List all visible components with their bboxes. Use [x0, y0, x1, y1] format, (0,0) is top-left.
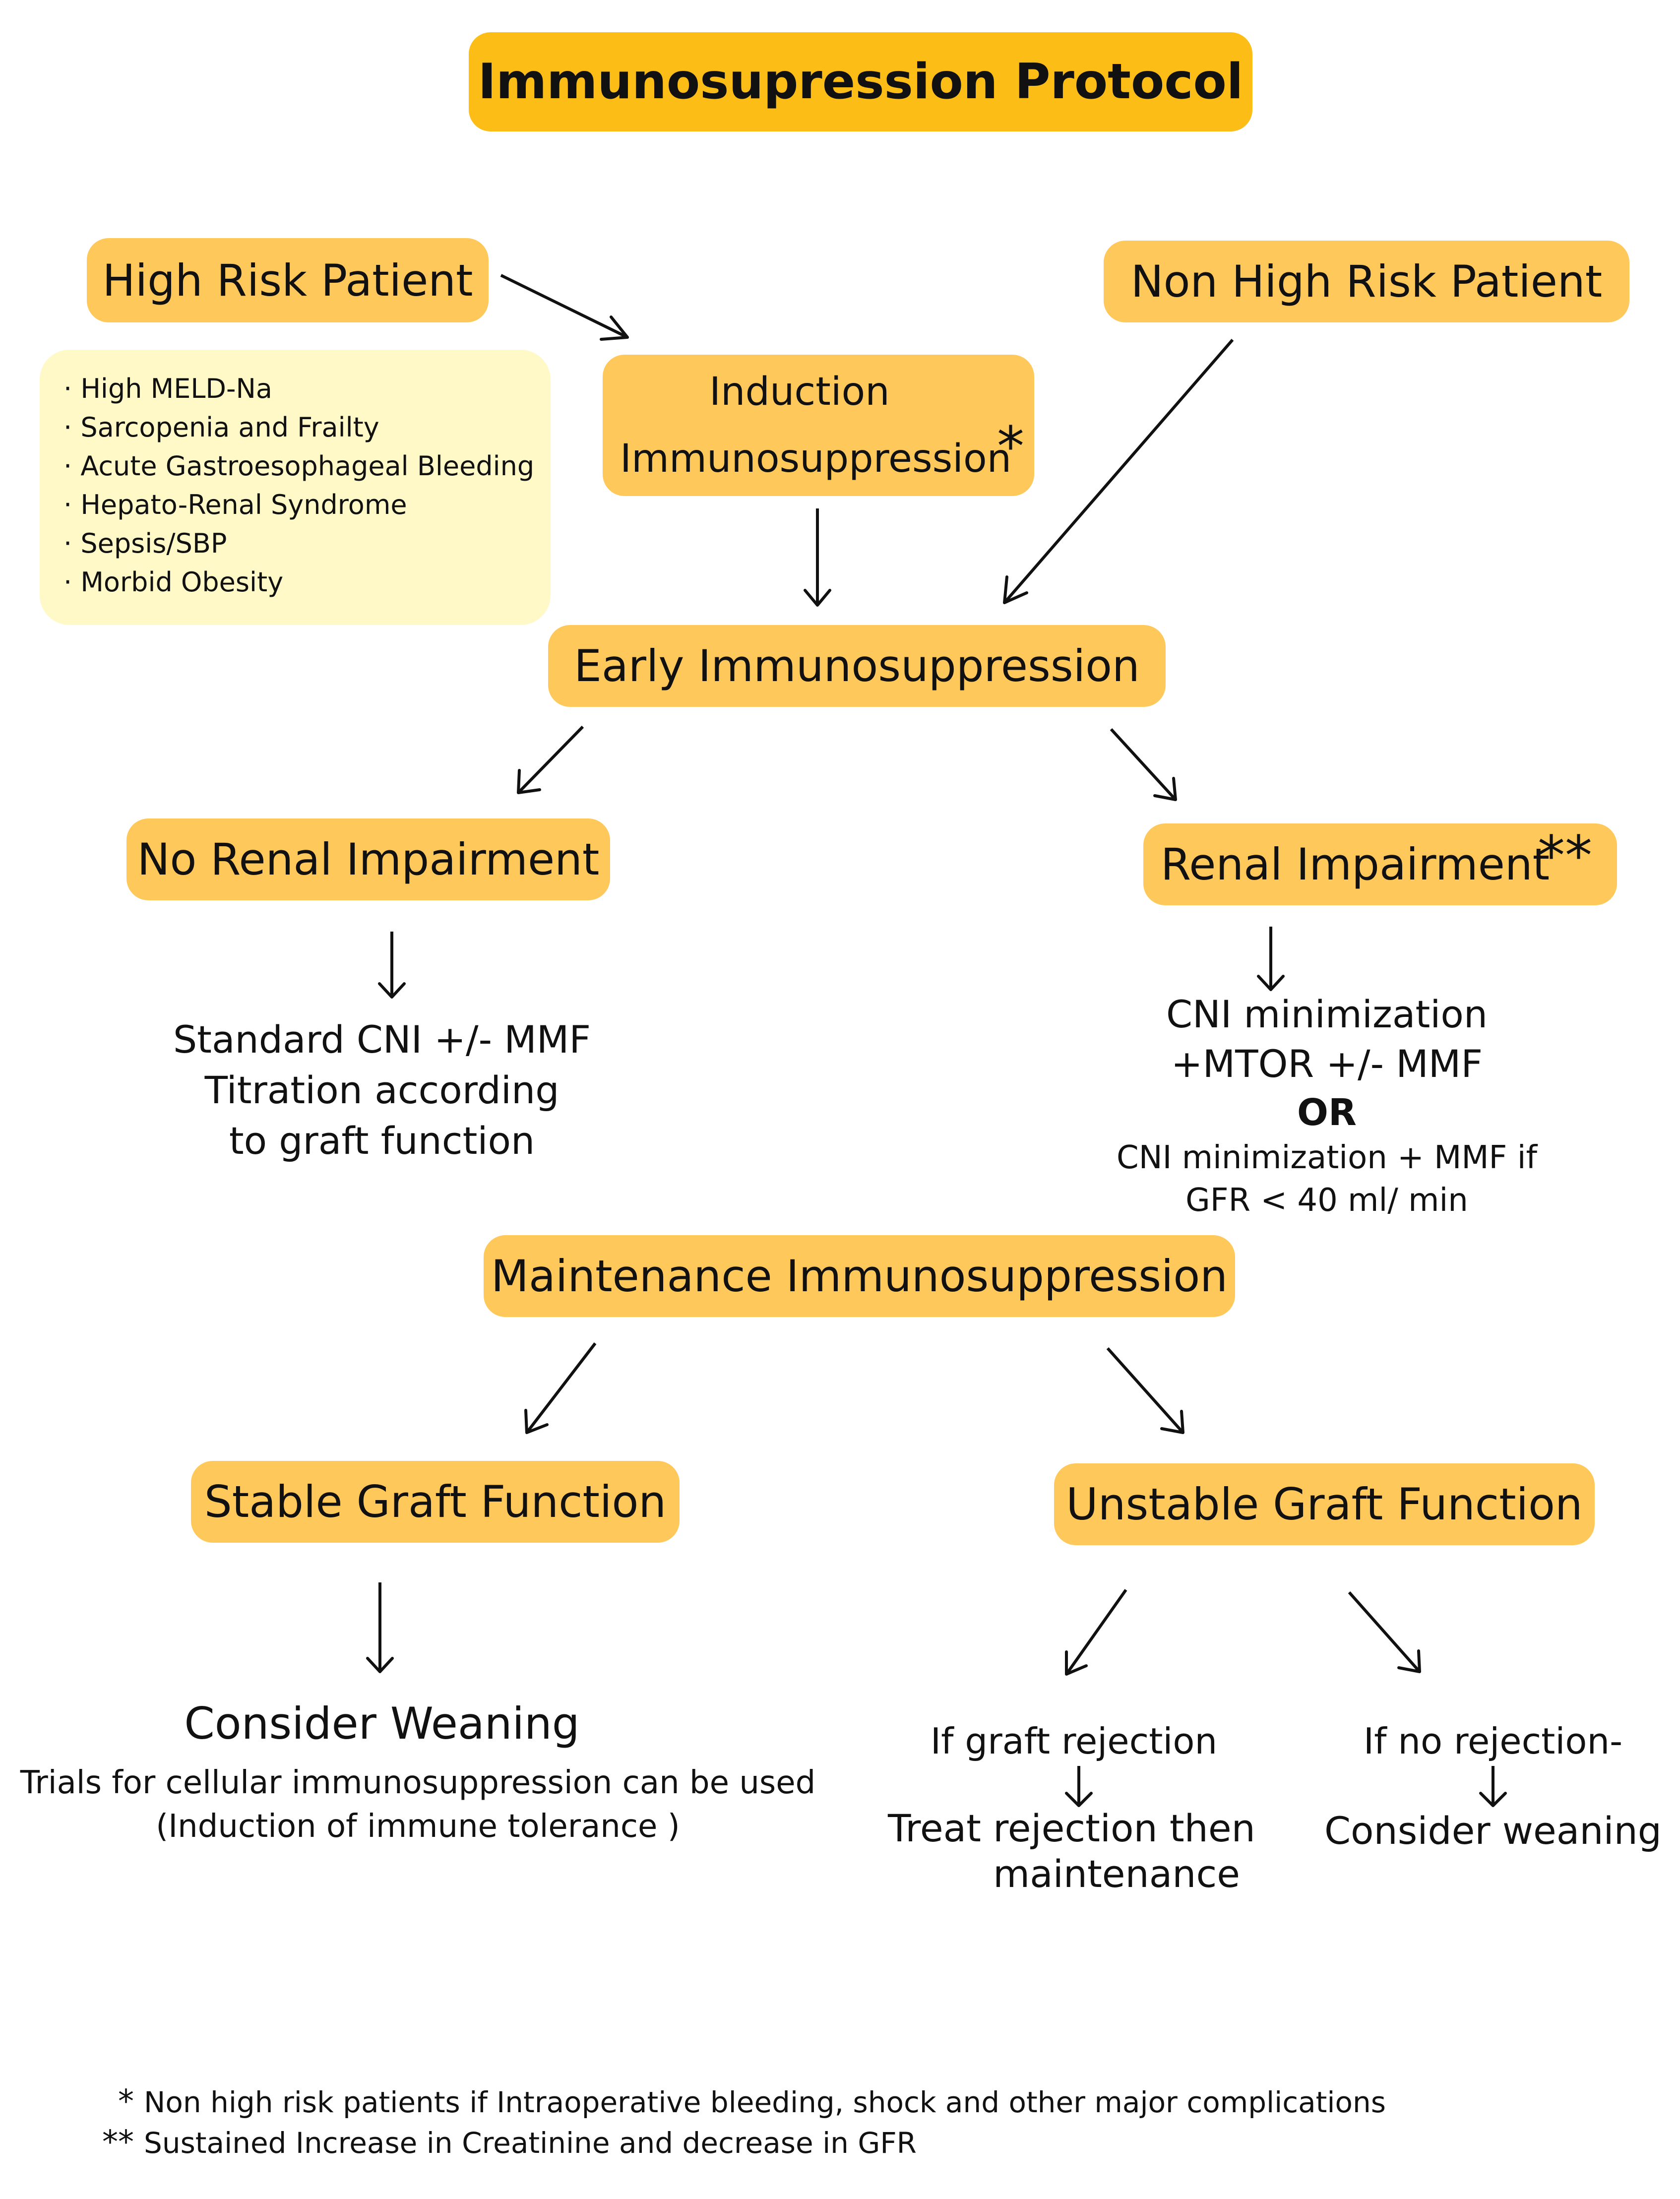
early-immunosuppression-label: Early Immunosuppression	[574, 640, 1140, 691]
rejection-condition-text: If graft rejection	[930, 1720, 1218, 1762]
no-rejection-action: Consider weaning	[1309, 1808, 1677, 1854]
high-risk-patient-box: High Risk Patient	[87, 238, 489, 322]
arrow-early-to-renal	[1110, 728, 1177, 801]
no-renal-plan-line: Titration according	[204, 1068, 560, 1112]
arrow-maintenance-to-unstable	[1106, 1347, 1184, 1434]
arrow-rejection-to-treat	[1065, 1766, 1093, 1807]
arrow-induction-to-early	[804, 508, 831, 607]
renal-plan-option-2-line: GFR < 40 ml/ min	[1185, 1182, 1468, 1219]
arrow-unstable-to-no-rejection	[1348, 1591, 1421, 1673]
diagram-title: Immunosupression Protocol	[469, 32, 1252, 131]
arrow-unstable-to-rejection	[1065, 1589, 1127, 1676]
arrow-high-risk-to-induction	[500, 274, 629, 341]
renal-plan-option-1-line: +MTOR +/- MMF	[1171, 1042, 1483, 1086]
renal-plan-option-2-line: CNI minimization + MMF if	[1117, 1139, 1537, 1176]
no-rejection-condition: If no rejection-	[1309, 1716, 1677, 1766]
footnote-1-text: Non high risk patients if Intraoperative…	[144, 2085, 1386, 2119]
maintenance-immunosuppression-label: Maintenance Immunosuppression	[491, 1251, 1228, 1302]
risk-factor-item: · High MELD-Na	[63, 373, 272, 404]
risk-factor-item: · Morbid Obesity	[63, 566, 284, 598]
no-renal-plan-line: to graft function	[229, 1119, 535, 1163]
rejection-condition: If graft rejection	[863, 1716, 1285, 1766]
rejection-action: Treat rejection then maintenance	[888, 1806, 1255, 1897]
diagram-title-text: Immunosupression Protocol	[478, 54, 1244, 110]
arrow-stable-to-weaning	[366, 1582, 394, 1673]
footnote-2: ** Sustained Increase in Creatinine and d…	[74, 2124, 917, 2161]
induction-asterisk: *	[997, 415, 1024, 478]
no-renal-impairment-label: No Renal Impairment	[137, 834, 600, 885]
footnote-2-text: Sustained Increase in Creatinine and dec…	[144, 2126, 917, 2160]
stable-note: Trials for cellular immunosuppression ca…	[5, 1761, 831, 1848]
stable-note-line: Trials for cellular immunosuppression ca…	[20, 1764, 816, 1801]
renal-plan: CNI minimization +MTOR +/- MMF OR CNI mi…	[1066, 990, 1587, 1222]
risk-factors-box: · High MELD-Na · Sarcopenia and Frailty …	[40, 350, 551, 625]
renal-plan-or: OR	[1297, 1091, 1357, 1134]
unstable-graft-function-box: Unstable Graft Function	[1054, 1463, 1595, 1545]
risk-factor-item: · Sepsis/SBP	[63, 528, 227, 559]
high-risk-patient-label: High Risk Patient	[102, 254, 473, 306]
induction-line-1: Induction	[709, 370, 890, 414]
footnote-2-mark: **	[102, 2124, 134, 2161]
no-rejection-condition-text: If no rejection-	[1363, 1720, 1623, 1762]
induction-line-2: Immunosuppression	[620, 437, 1012, 481]
no-renal-plan-line: Standard CNI +/- MMF	[173, 1017, 591, 1062]
early-immunosuppression-box: Early Immunosuppression	[548, 625, 1166, 707]
non-high-risk-patient-box: Non High Risk Patient	[1104, 241, 1629, 322]
rejection-action-line: Treat rejection then	[888, 1806, 1255, 1850]
non-high-risk-patient-label: Non High Risk Patient	[1130, 256, 1603, 307]
stable-action: Consider Weaning	[144, 1696, 620, 1751]
risk-factor-item: · Hepato-Renal Syndrome	[63, 489, 407, 520]
renal-plan-option-1-line: CNI minimization	[1166, 992, 1488, 1036]
footnote-1-mark: *	[118, 2083, 134, 2120]
maintenance-immunosuppression-box: Maintenance Immunosuppression	[484, 1235, 1235, 1317]
no-renal-plan: Standard CNI +/- MMF Titration according…	[144, 1014, 620, 1166]
stable-action-text: Consider Weaning	[184, 1698, 580, 1749]
induction-box: Induction Immunosuppression *	[603, 355, 1034, 496]
rejection-action-line: maintenance	[993, 1852, 1240, 1896]
arrow-maintenance-to-stable	[524, 1342, 597, 1434]
stable-note-line: (Induction of immune tolerance )	[156, 1808, 680, 1845]
unstable-graft-function-label: Unstable Graft Function	[1066, 1479, 1583, 1530]
arrow-renal-to-plan	[1257, 927, 1285, 991]
arrow-no-rejection-to-weaning	[1479, 1766, 1507, 1807]
footnote-1: * Non high risk patients if Intraoperativ…	[74, 2083, 1386, 2120]
stable-graft-function-label: Stable Graft Function	[204, 1476, 667, 1527]
arrow-non-high-risk-to-early	[1003, 339, 1234, 604]
no-renal-impairment-box: No Renal Impairment	[126, 818, 610, 900]
risk-factor-item: · Sarcopenia and Frailty	[63, 412, 379, 443]
risk-factor-item: · Acute Gastroesophageal Bleeding	[63, 450, 535, 482]
renal-impairment-box: Renal Impairment **	[1143, 823, 1617, 905]
no-rejection-action-text: Consider weaning	[1324, 1809, 1662, 1853]
arrow-no-renal-to-plan	[378, 932, 406, 999]
arrow-early-to-no-renal	[517, 725, 584, 794]
renal-impairment-asterisks: **	[1538, 824, 1592, 887]
stable-graft-function-box: Stable Graft Function	[191, 1461, 680, 1543]
renal-impairment-label: Renal Impairment	[1161, 839, 1550, 890]
